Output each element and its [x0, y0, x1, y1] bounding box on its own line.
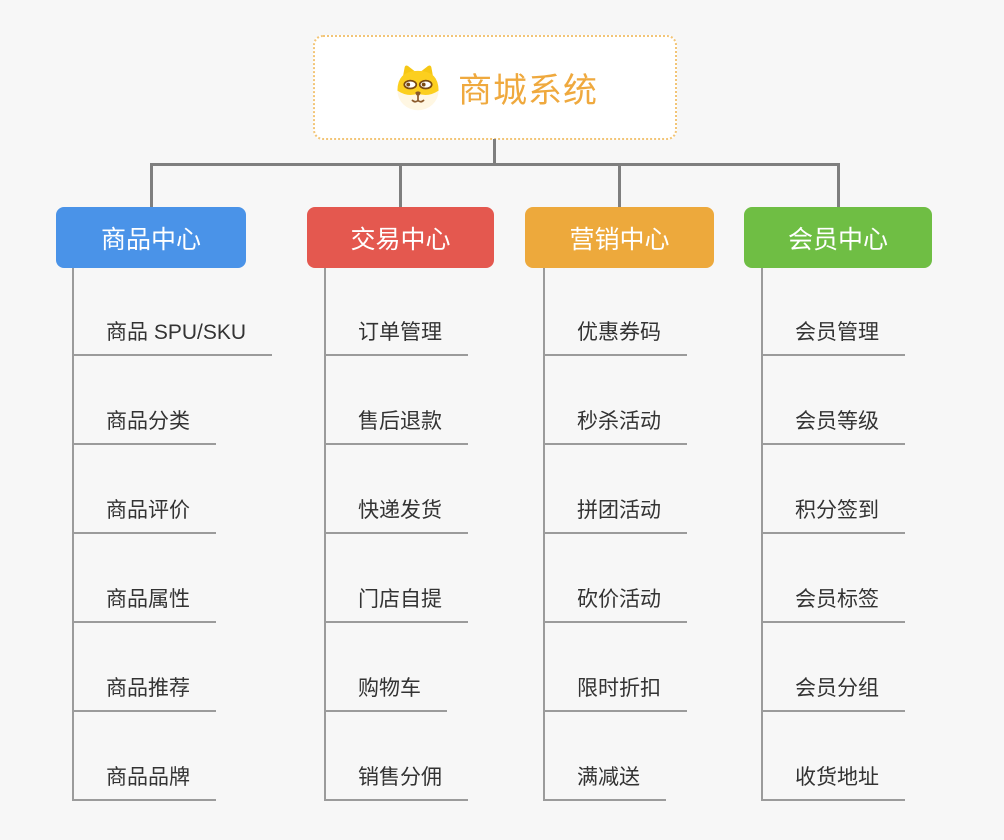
dog-face-icon	[392, 64, 444, 112]
branch-node-product-center[interactable]: 商品中心	[56, 207, 246, 268]
branch-node-trade-center[interactable]: 交易中心	[307, 207, 494, 268]
branch-children-trade: 订单管理 售后退款 快递发货 门店自提 购物车 销售分佣	[324, 268, 468, 801]
child-node[interactable]: 商品推荐	[74, 676, 216, 712]
child-node[interactable]: 销售分佣	[326, 765, 468, 801]
child-node[interactable]: 会员分组	[763, 676, 905, 712]
child-node[interactable]: 商品品牌	[74, 765, 216, 801]
child-node[interactable]: 秒杀活动	[545, 409, 687, 445]
child-node[interactable]: 商品 SPU/SKU	[74, 320, 273, 356]
child-node[interactable]: 订单管理	[326, 320, 468, 356]
child-node[interactable]: 会员标签	[763, 587, 905, 623]
child-node[interactable]: 满减送	[545, 765, 666, 801]
branch-node-marketing-center[interactable]: 营销中心	[525, 207, 714, 268]
connector-drop-product	[150, 164, 153, 208]
connector-drop-marketing	[618, 164, 621, 208]
root-title: 商城系统	[458, 72, 598, 110]
child-node[interactable]: 限时折扣	[545, 676, 687, 712]
connector-root-stem	[493, 139, 496, 165]
child-node[interactable]: 砍价活动	[545, 587, 687, 623]
child-node[interactable]: 会员管理	[763, 320, 905, 356]
branch-children-member: 会员管理 会员等级 积分签到 会员标签 会员分组 收货地址	[761, 268, 905, 801]
child-node[interactable]: 售后退款	[326, 409, 468, 445]
child-node[interactable]: 积分签到	[763, 498, 905, 534]
branch-children-marketing: 优惠券码 秒杀活动 拼团活动 砍价活动 限时折扣 满减送	[543, 268, 687, 801]
child-node[interactable]: 优惠券码	[545, 320, 687, 356]
root-node[interactable]: 商城系统	[313, 35, 677, 140]
child-node[interactable]: 快递发货	[326, 498, 468, 534]
child-node[interactable]: 商品分类	[74, 409, 216, 445]
child-node[interactable]: 拼团活动	[545, 498, 687, 534]
connector-drop-member	[837, 164, 840, 208]
child-node[interactable]: 会员等级	[763, 409, 905, 445]
child-node[interactable]: 购物车	[326, 676, 447, 712]
connector-drop-trade	[399, 164, 402, 208]
connector-horizontal-rail	[150, 163, 840, 166]
branch-node-member-center[interactable]: 会员中心	[744, 207, 932, 268]
child-node[interactable]: 商品评价	[74, 498, 216, 534]
branch-children-product: 商品 SPU/SKU 商品分类 商品评价 商品属性 商品推荐 商品品牌	[72, 268, 273, 801]
child-node[interactable]: 收货地址	[763, 765, 905, 801]
child-node[interactable]: 门店自提	[326, 587, 468, 623]
child-node[interactable]: 商品属性	[74, 587, 216, 623]
